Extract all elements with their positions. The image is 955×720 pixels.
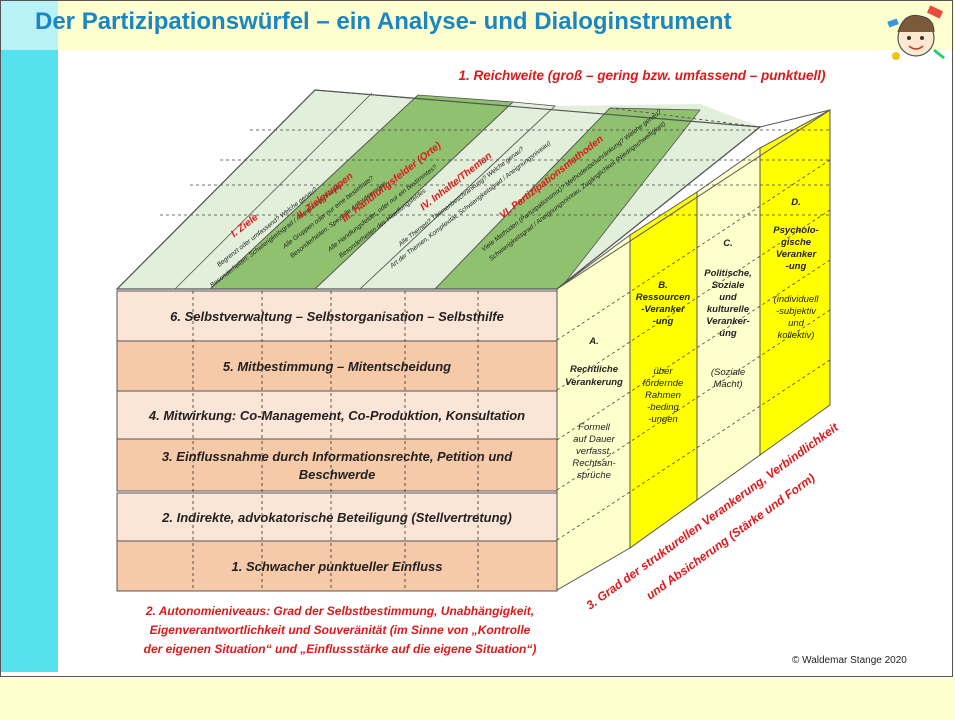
anchor-b-title-1: Ressourcen xyxy=(636,292,691,303)
anchor-d-title-2: gische xyxy=(780,237,812,248)
anchor-a-title-2: Verankerung xyxy=(565,377,623,388)
anchor-c-title-3: und xyxy=(719,292,737,303)
level-3-label-line1: 3. Einflussnahme durch Informationsrecht… xyxy=(162,449,513,464)
side-column-a xyxy=(556,234,631,591)
slide-title: Der Partizipationswürfel – ein Analyse- … xyxy=(35,8,732,35)
anchor-a-title-0: A. xyxy=(588,336,599,347)
anchor-c-title-1: Politische, xyxy=(704,268,752,279)
anchor-d-title-1: Psycholo- xyxy=(773,225,818,236)
anchor-d-title-4: -ung xyxy=(786,261,807,272)
anchor-c-desc-1: Macht) xyxy=(713,379,742,390)
level-4-label: 4. Mitwirkung: Co-Management, Co-Produkt… xyxy=(148,408,525,423)
anchor-c-title-0: C. xyxy=(723,238,733,249)
side-column-labels: A. Rechtliche Verankerung Formell auf Da… xyxy=(565,197,819,481)
left-accent-bar-top xyxy=(0,0,58,50)
anchor-d-desc-1: -subjektiv xyxy=(776,306,817,317)
axis-reach-label: 1. Reichweite (groß – gering bzw. umfass… xyxy=(458,68,826,83)
level-6-box xyxy=(116,290,558,342)
slide-border xyxy=(0,0,953,677)
anchor-c-desc-0: (Soziale xyxy=(711,367,745,378)
anchor-a-desc-1: auf Dauer xyxy=(573,434,616,445)
anchor-a-desc-0: Formell xyxy=(578,422,611,433)
anchor-a-desc-3: Rechtsan- xyxy=(572,458,615,469)
level-labels: 6. Selbstverwaltung – Selbstorganisation… xyxy=(148,309,525,574)
level-2-label: 2. Indirekte, advokatorische Beteiligung… xyxy=(161,510,512,525)
axis-autonomy-label: 2. Autonomieniveaus: Grad der Selbstbest… xyxy=(144,604,537,656)
header-band xyxy=(0,0,955,50)
cube-front-face xyxy=(116,290,558,592)
anchor-d-desc-0: (individuell xyxy=(774,294,820,305)
cube-top-face xyxy=(115,89,762,290)
level-3-box xyxy=(116,438,558,492)
anchor-d-desc-3: kollektiv) xyxy=(778,330,815,341)
anchor-a-desc-4: sprüche xyxy=(577,470,611,481)
level-5-label: 5. Mitbestimmung – Mitentscheidung xyxy=(223,359,451,374)
anchor-a-title-1: Rechtliche xyxy=(570,364,619,375)
level-5-box xyxy=(116,340,558,392)
anchor-b-title-3: -ung xyxy=(653,316,674,327)
level-3-label-line2: Beschwerde xyxy=(299,467,376,482)
anchor-b-title-0: B. xyxy=(658,280,668,291)
anchor-b-desc-2: Rahmen xyxy=(645,390,681,401)
anchor-b-title-2: -Veranker xyxy=(641,304,686,315)
left-accent-bar xyxy=(0,0,58,672)
level-2-box xyxy=(116,492,558,542)
anchor-c-title-6: ung xyxy=(719,328,737,339)
anchor-d-desc-2: und xyxy=(788,318,805,329)
side-column-d xyxy=(759,109,831,456)
anchor-b-desc-0: über xyxy=(653,366,673,377)
anchor-a-desc-2: verfasst, xyxy=(576,446,612,457)
anchor-c-title-5: Veranker- xyxy=(706,316,749,327)
anchor-b-desc-1: fördernde xyxy=(643,378,684,389)
anchor-c-title-4: kulturelle xyxy=(707,304,750,315)
axis-autonomy-line2: Eigenverantwortlichkeit und Souveränität… xyxy=(150,623,531,637)
footer-band xyxy=(0,678,955,720)
anchor-d-title-0: D. xyxy=(791,197,801,208)
level-4-box xyxy=(116,390,558,440)
anchor-d-title-3: Veranker xyxy=(776,249,818,260)
projection-lines xyxy=(160,107,831,541)
cartoon-child-icon xyxy=(887,5,945,60)
level-1-box xyxy=(116,540,558,592)
level-6-label: 6. Selbstverwaltung – Selbstorganisation… xyxy=(170,309,504,324)
anchor-c-title-2: Soziale xyxy=(712,280,745,291)
level-1-label: 1. Schwacher punktueller Einfluss xyxy=(232,559,443,574)
axis-autonomy-line3: der eigenen Situation“ und „Einflussstär… xyxy=(144,642,537,656)
anchor-b-desc-4: -ungen xyxy=(648,414,678,425)
copyright-text: © Waldemar Stange 2020 xyxy=(792,655,907,666)
anchor-b-desc-3: -beding xyxy=(647,402,679,413)
axis-autonomy-line1: 2. Autonomieniveaus: Grad der Selbstbest… xyxy=(145,604,534,618)
